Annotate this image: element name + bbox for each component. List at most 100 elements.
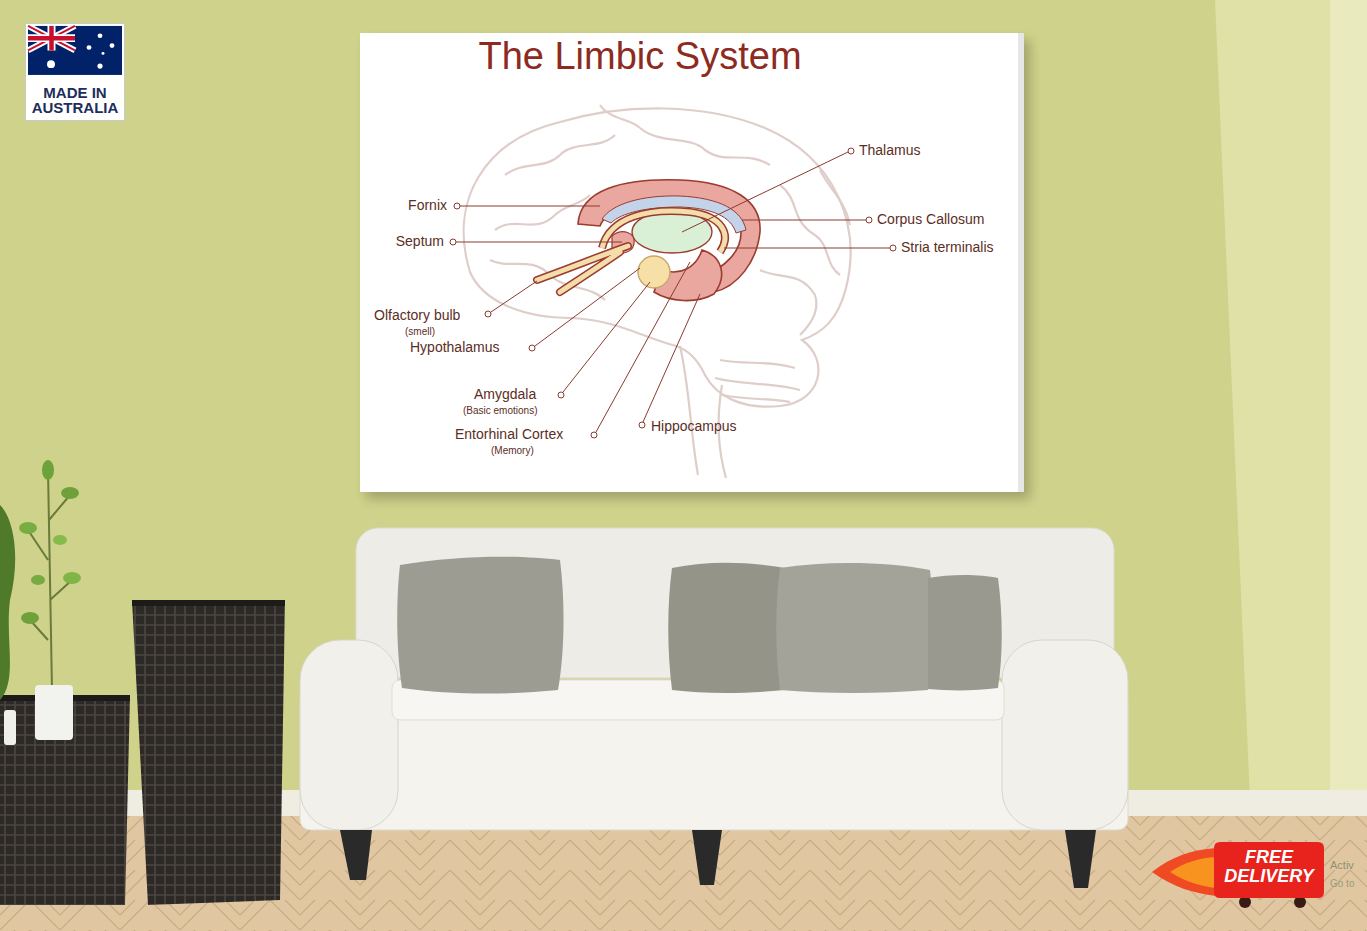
wall [1330,0,1367,800]
brain-outline [600,105,640,128]
plant [63,572,81,584]
limbic-structures [537,180,760,301]
part-label: Amygdala [474,386,536,403]
leader-lines [563,282,650,392]
pillows [397,557,1002,694]
part-label: Stria terminalis [901,239,994,256]
brain-outline [760,270,816,335]
part-label: Entorhinal Cortex [455,426,563,443]
leader-lines [460,206,600,207]
plant [0,460,81,745]
pillows [668,563,788,693]
australian-flag [47,60,55,68]
plant [31,575,45,585]
sofa [692,830,722,885]
australian-flag [87,45,92,50]
brain-outline [464,108,851,406]
part-label: (smell) [405,326,435,338]
baskets [0,600,285,905]
australian-flag [28,26,75,50]
leader-lines [450,148,896,438]
sofa [1002,640,1128,830]
leader-lines [639,422,645,428]
badge-text: MADE IN AUSTRALIA [28,85,122,117]
leader-lines [491,281,537,312]
limbic-structures [638,256,670,288]
part-label: Fornix [408,197,447,214]
plant [42,460,54,480]
limbic-structures [537,246,628,292]
pillows [928,575,1002,690]
limbic-structures [578,180,760,292]
watermark-text: Activ [1330,859,1354,872]
part-label: Hypothalamus [410,339,500,356]
sofa [1065,830,1096,888]
brain-outline [464,105,851,478]
australian-flag [97,64,102,69]
plant [35,685,73,740]
leader-lines [535,268,640,346]
part-label: Olfactory bulb [374,307,460,324]
delivery-flames [1170,857,1216,888]
leader-lines [742,220,866,221]
plant [53,535,67,545]
leader-lines [529,345,535,351]
part-label: (Basic emotions) [463,405,537,417]
baskets [132,600,285,905]
leader-lines [456,242,622,243]
plant [4,710,16,745]
origin-badge: MADE IN AUSTRALIA [25,23,125,121]
delivery-truck-shape [1214,842,1324,898]
sofa [300,640,398,830]
leader-lines [450,239,456,245]
leader-lines [591,432,597,438]
watermark-text: Go to [1330,878,1354,890]
brain-outline [780,185,840,275]
australian-flag [28,26,75,50]
leader-lines [848,148,854,154]
australian-flag [102,52,105,55]
leader-lines [890,245,896,251]
plant [21,612,39,624]
pillows [776,563,933,693]
part-label: Thalamus [859,142,920,159]
brain-outline [680,346,698,475]
baskets [132,600,285,606]
part-label: Septum [396,233,444,250]
part-label: (Memory) [491,445,534,457]
canvas-print [360,33,1024,492]
pillows [397,557,563,694]
delivery-text: FREE DELIVERY [1218,848,1320,886]
leader-lines [454,203,460,209]
leader-lines [558,392,564,398]
australian-flag [28,26,75,50]
canvas-title: The Limbic System [430,34,850,80]
limbic-structures [537,246,628,292]
leader-lines [866,217,872,223]
australian-flag [28,26,122,75]
brain-outline [495,195,590,230]
plant [19,522,37,534]
leader-lines [643,294,700,422]
leader-lines [724,248,890,249]
brain-outline [820,170,850,225]
wall [1215,0,1367,800]
sofa [300,528,1128,888]
australian-flag [98,33,103,38]
part-label: Hippocampus [651,418,737,435]
plant [0,505,15,700]
leader-lines [485,311,491,317]
plant [61,487,79,499]
delivery-flames [1152,848,1216,896]
brain-outline [505,135,615,175]
brain-outline [715,360,800,402]
delivery-badge: FREE DELIVERY [1214,842,1324,898]
sofa [340,830,372,880]
australian-flag [110,43,115,48]
canvas-print [360,33,1030,499]
part-label: Corpus Callosum [877,211,984,228]
